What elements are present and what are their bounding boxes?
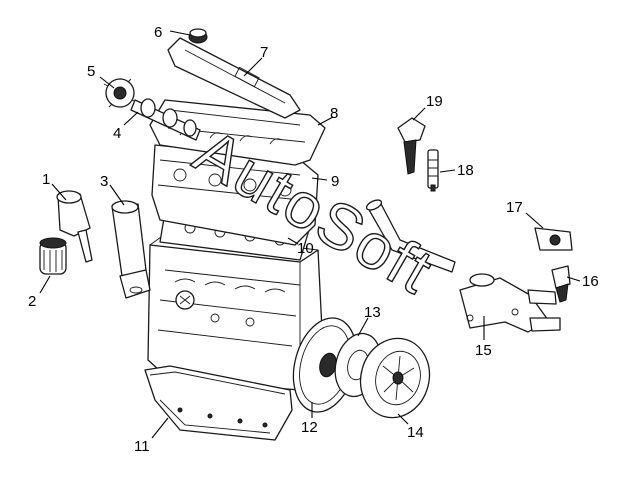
callout-18: 18 <box>457 162 474 179</box>
leader-3 <box>109 184 125 206</box>
leader-6 <box>169 30 191 36</box>
leader-4 <box>123 111 139 126</box>
leader-14 <box>397 413 409 425</box>
callout-14: 14 <box>407 424 424 441</box>
leader-7 <box>243 57 263 77</box>
callout-17: 17 <box>506 199 523 216</box>
leader-16 <box>566 276 581 282</box>
top-cover <box>167 37 301 119</box>
callout-6: 6 <box>154 24 162 41</box>
callout-1: 1 <box>42 171 50 188</box>
leader-2 <box>39 275 51 294</box>
leader-1 <box>51 183 67 201</box>
oil-pump <box>111 200 151 299</box>
camshaft <box>130 98 201 141</box>
callout-15: 15 <box>475 342 492 359</box>
leader-9 <box>311 177 328 181</box>
callout-8: 8 <box>330 105 338 122</box>
leader-5 <box>99 76 115 89</box>
callout-leaders <box>39 30 581 439</box>
leader-19 <box>412 107 426 121</box>
callout-7: 7 <box>260 44 268 61</box>
pressure-plate <box>359 337 431 419</box>
oil-cap <box>188 28 208 44</box>
callout-10: 10 <box>297 240 314 257</box>
callout-12: 12 <box>301 419 318 436</box>
callout-16: 16 <box>582 273 599 290</box>
leader-13 <box>357 317 369 337</box>
leader-10 <box>287 237 299 245</box>
oil-filter-housing <box>56 190 93 263</box>
thermostat-housing <box>459 273 561 333</box>
callout-19: 19 <box>426 93 443 110</box>
callout-3: 3 <box>100 173 108 190</box>
spark-plug <box>427 149 439 192</box>
callout-11: 11 <box>134 438 150 455</box>
leader-11 <box>151 417 169 439</box>
callout-labels: 1 2 3 4 5 6 7 8 9 10 11 12 13 14 15 16 1… <box>28 24 599 455</box>
camshaft-pulley <box>103 78 137 108</box>
callout-9: 9 <box>331 173 339 190</box>
leader-8 <box>317 116 334 126</box>
oil-pan <box>144 365 293 441</box>
callout-5: 5 <box>87 63 95 80</box>
callout-13: 13 <box>364 304 381 321</box>
oil-filter-element <box>39 237 67 275</box>
leader-17 <box>525 212 544 229</box>
cylinder-head <box>151 144 319 246</box>
callout-4: 4 <box>113 125 121 142</box>
callout-2: 2 <box>28 293 36 310</box>
coolant-sender <box>534 227 573 251</box>
ignition-coil <box>397 117 426 175</box>
coolant-pipe <box>365 199 456 273</box>
temperature-sensor <box>551 265 571 303</box>
leader-18 <box>439 169 456 173</box>
